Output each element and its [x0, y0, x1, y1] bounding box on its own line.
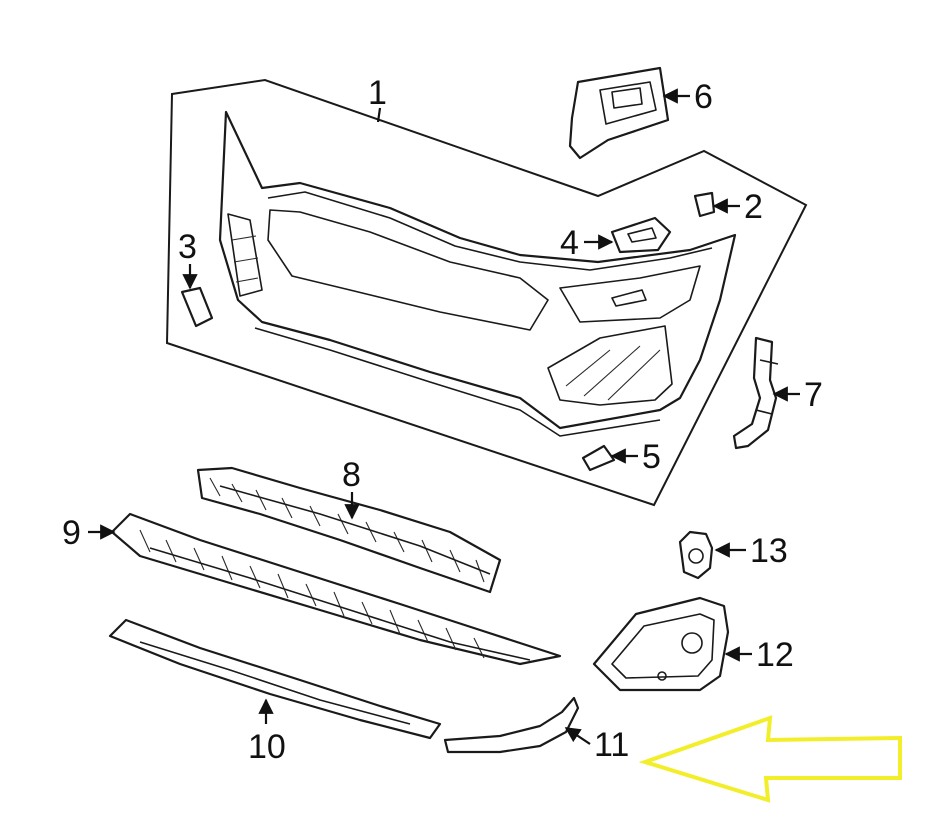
callout-10: 10 — [248, 728, 286, 766]
cover-part-3 — [180, 286, 214, 328]
sensor-holder-part-13 — [678, 530, 714, 580]
callout-11: 11 — [594, 726, 629, 764]
callout-3: 3 — [178, 228, 197, 266]
clip-part-2 — [693, 191, 716, 218]
tow-cover-part-5 — [581, 444, 616, 472]
highlight-arrow-icon — [638, 715, 902, 803]
leader-1 — [376, 107, 382, 123]
lower-grille-part-9 — [110, 512, 562, 666]
callout-8: 8 — [342, 456, 361, 494]
upper-grille-part-8 — [196, 466, 502, 594]
leader-11 — [564, 727, 591, 745]
callout-2: 2 — [744, 188, 763, 226]
guide-bracket-part-7 — [732, 336, 779, 450]
callout-4: 4 — [560, 224, 579, 262]
callout-13: 13 — [750, 532, 788, 570]
fog-bezel-part-12 — [592, 596, 730, 692]
callout-5: 5 — [642, 438, 661, 476]
corner-trim-part-11 — [443, 696, 580, 754]
trim-strip-part-10 — [108, 618, 442, 740]
callout-1: 1 — [368, 74, 387, 112]
callout-9: 9 — [62, 514, 81, 552]
bracket-part-4 — [610, 216, 672, 254]
bumper-cover-part-1 — [218, 110, 737, 437]
callout-7: 7 — [804, 376, 823, 414]
callout-6: 6 — [694, 78, 713, 116]
mount-bracket-part-6 — [568, 66, 670, 160]
callout-12: 12 — [756, 636, 794, 674]
assembly-frame — [165, 78, 808, 507]
